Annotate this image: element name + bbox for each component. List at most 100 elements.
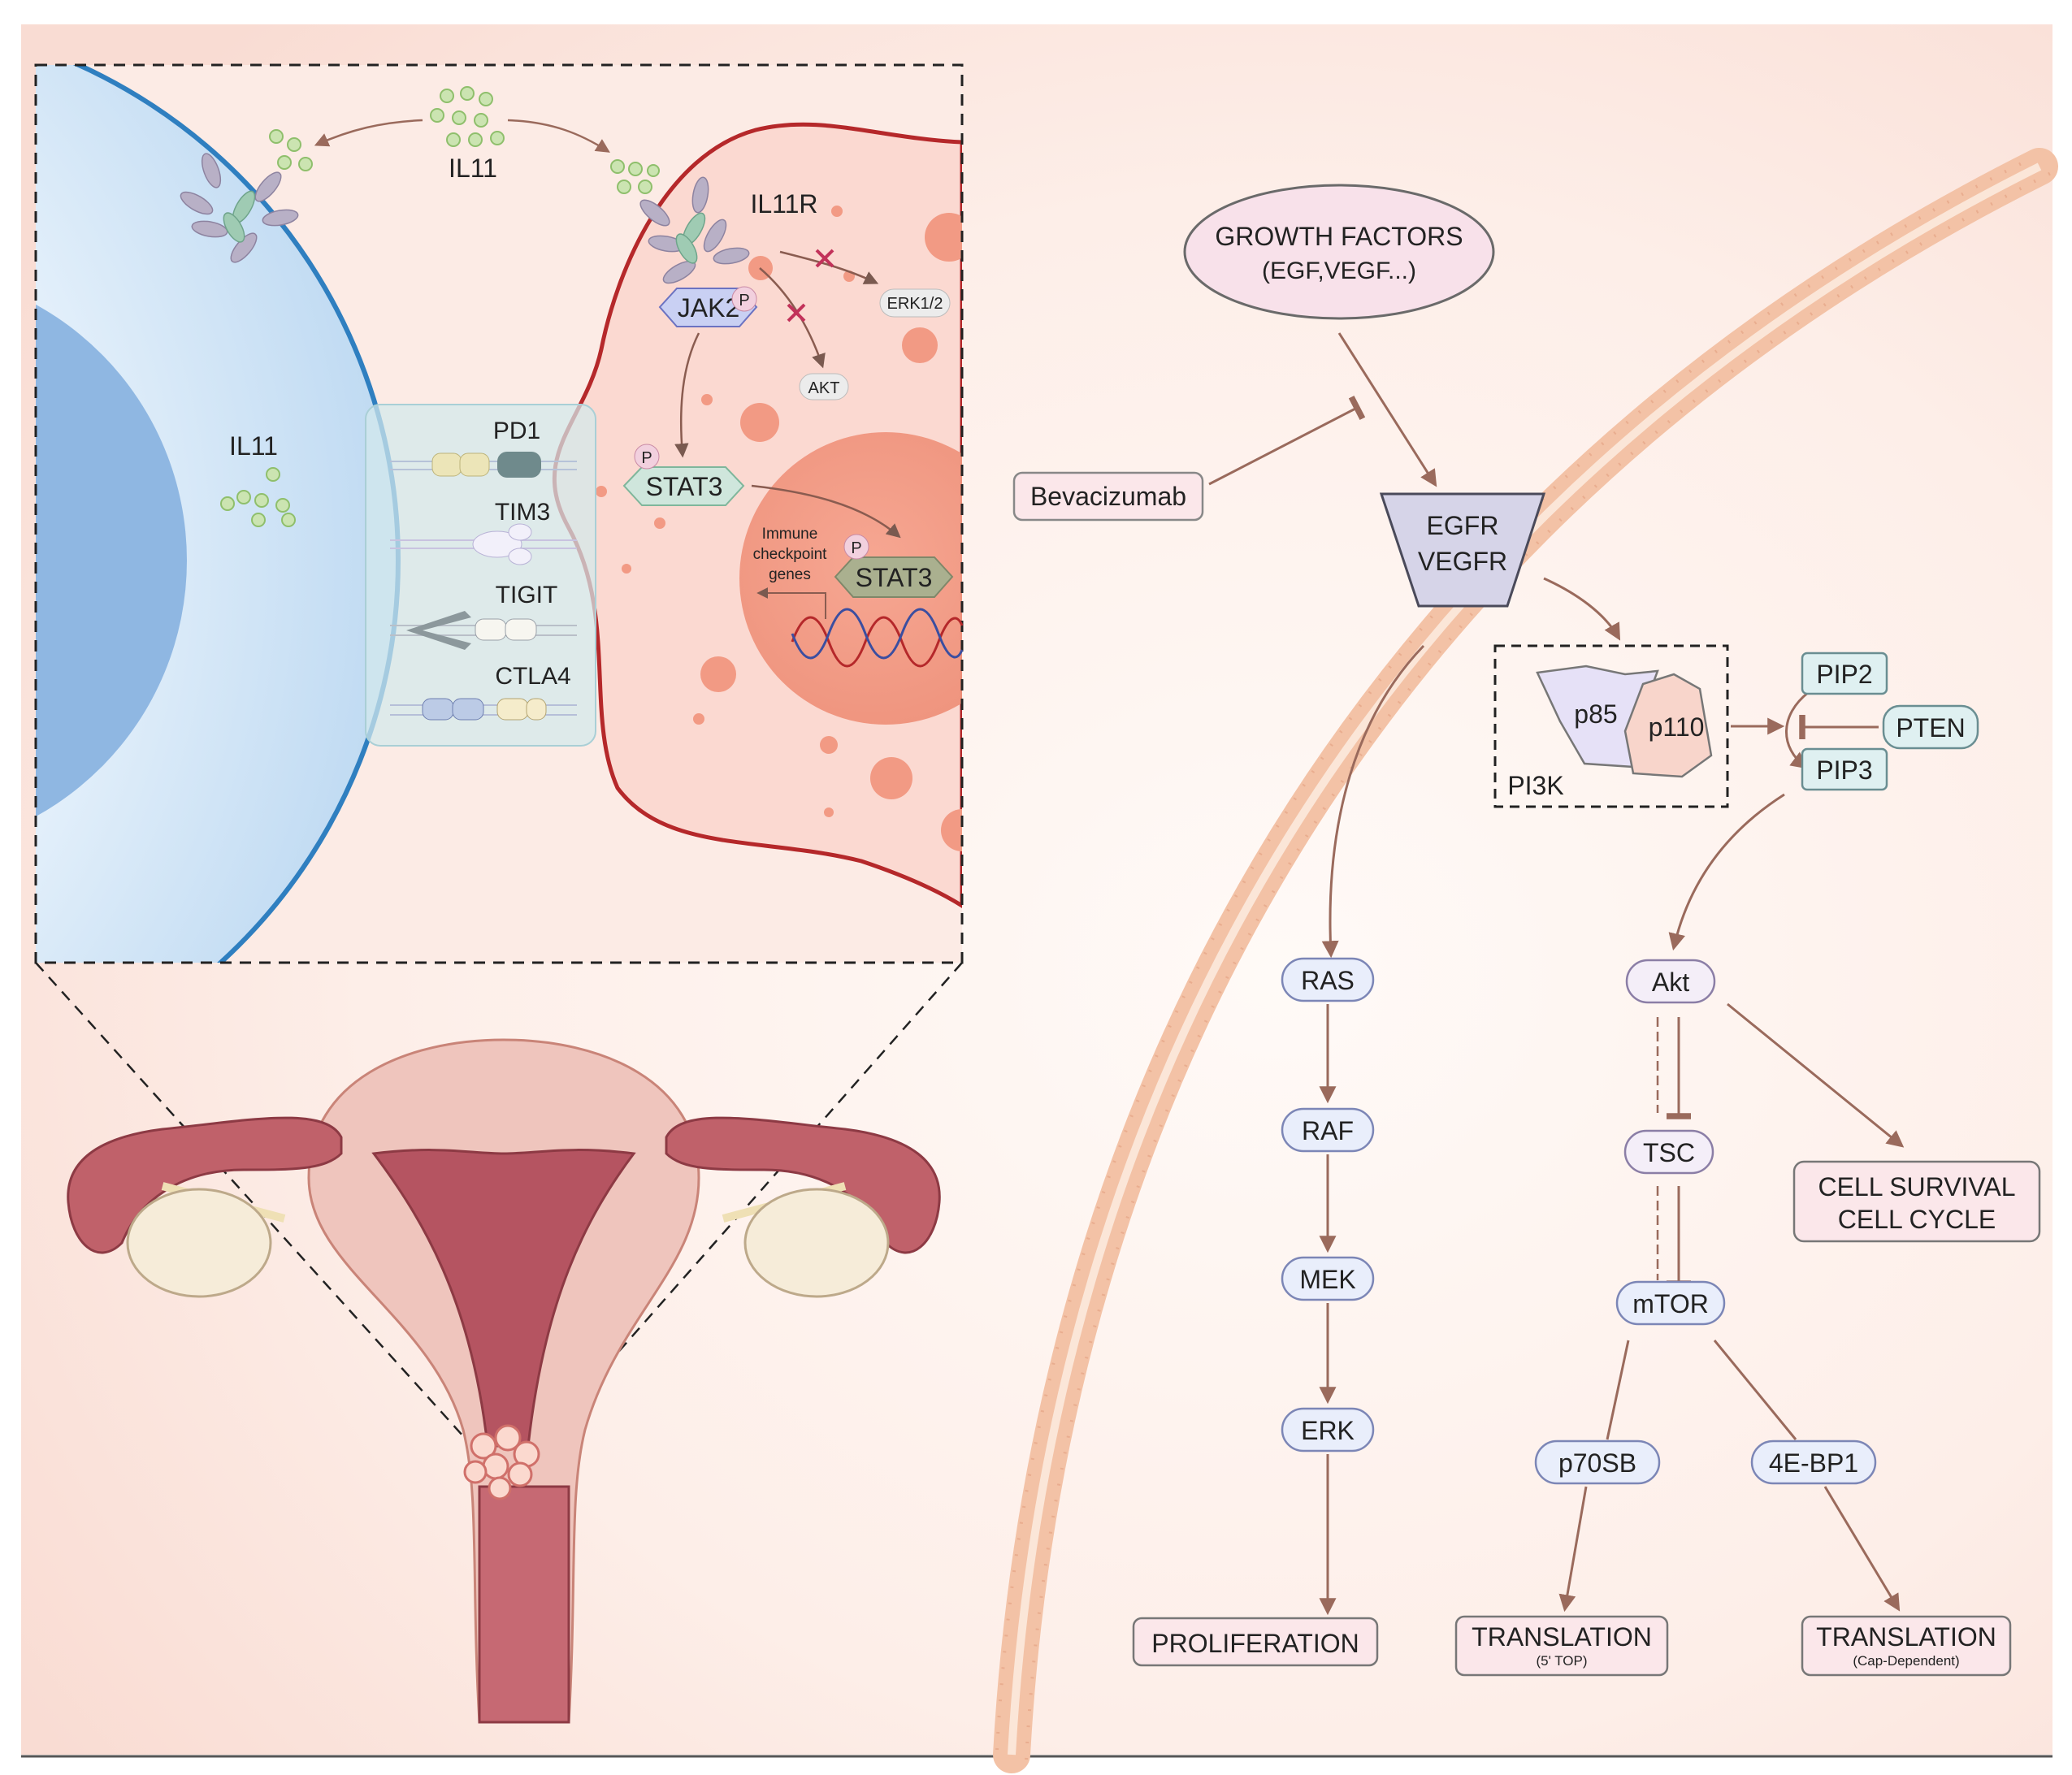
akt-small-node xyxy=(799,373,849,400)
stat3-cyto-phospho xyxy=(634,444,660,470)
mek-node xyxy=(1281,1256,1375,1301)
uterus-illustration xyxy=(67,1038,941,1724)
tsc-node xyxy=(1623,1129,1714,1175)
jak2-phospho-label: P xyxy=(739,292,749,310)
ctla4-receptor-icon xyxy=(390,698,577,721)
arrow-pip3-to-akt xyxy=(1668,793,1785,951)
growth-factors-node xyxy=(1183,184,1495,320)
arrow-receptor-to-ras xyxy=(1321,644,1425,959)
pi3k-frame xyxy=(1493,644,1729,808)
receptor-icon xyxy=(180,153,750,284)
stat3-nucleus-label: STAT3 xyxy=(856,563,933,592)
immune-cell-nucleus xyxy=(36,304,187,817)
p70sb-node xyxy=(1534,1439,1661,1485)
bevacizumab-label: Bevacizumab xyxy=(1030,482,1186,511)
arrow-gf-to-receptor xyxy=(1337,332,1437,487)
arrow-to-erk12 xyxy=(779,250,879,284)
pi3k-label: PI3K xyxy=(1507,771,1563,800)
il11-inner-label: IL11 xyxy=(229,431,278,461)
growth-factors-line1: GROWTH FACTORS xyxy=(1215,222,1463,251)
erk12-node xyxy=(879,288,951,318)
dna-helix-icon xyxy=(791,608,964,668)
stat3-nucleus-phospho xyxy=(843,534,869,560)
mapk-chain: RAS RAF MEK ERK xyxy=(1281,957,1375,1616)
checkpoint-label-ctla4: CTLA4 xyxy=(495,663,570,690)
inhibition-x-icon xyxy=(787,249,834,323)
il11r-label: IL11R xyxy=(750,189,817,219)
mtor-node xyxy=(1615,1280,1726,1326)
p110-label: p110 xyxy=(1649,712,1705,742)
tigit-receptor-icon xyxy=(390,611,577,650)
arrow-pip2-to-pip3 xyxy=(1785,691,1810,769)
line-mtor-p70sb xyxy=(1606,1340,1630,1440)
p70sb-label: p70SB xyxy=(1558,1448,1636,1478)
translation-2-sub: (Cap-Dependent) xyxy=(1853,1653,1959,1669)
pip2-node xyxy=(1801,652,1888,695)
vesicles xyxy=(596,206,962,851)
jak2-label: JAK2 xyxy=(678,293,739,323)
receptor-line2: VEGFR xyxy=(1418,547,1507,576)
arrow-receptor-to-pi3k xyxy=(1543,577,1621,641)
translation-1-label: TRANSLATION xyxy=(1472,1622,1652,1652)
translation-1-sub: (5' TOP) xyxy=(1536,1653,1587,1669)
erk-node xyxy=(1281,1407,1375,1452)
checkpoint-label-pd1: PD1 xyxy=(493,418,540,444)
immune-genes-line1: Immune xyxy=(762,526,818,543)
checkpoint-label-tim3: TIM3 xyxy=(495,499,550,526)
proliferation-node xyxy=(1132,1617,1379,1667)
ras-label: RAS xyxy=(1301,966,1355,995)
il11-arrow-left xyxy=(314,119,423,147)
p110-shape xyxy=(1623,673,1713,778)
arrow-4ebp1-translation xyxy=(1823,1486,1901,1612)
immune-genes-line3: genes xyxy=(769,566,811,583)
arrow-p70sb-translation xyxy=(1558,1486,1588,1613)
erk-label: ERK xyxy=(1301,1416,1355,1445)
pip3-label: PIP3 xyxy=(1816,755,1872,785)
akt-small-label: AKT xyxy=(808,379,840,397)
bevacizumab-node xyxy=(1012,471,1204,522)
cell-survival-line1: CELL SURVIVAL xyxy=(1818,1172,2015,1201)
akt-node xyxy=(1625,959,1716,1004)
receptor-node xyxy=(1379,492,1546,608)
zoom-frame xyxy=(34,63,964,964)
translation-2-node xyxy=(1801,1615,2012,1677)
arrow-to-genes xyxy=(756,587,826,619)
pip2-label: PIP2 xyxy=(1816,660,1872,689)
pd1-receptor-icon xyxy=(390,452,577,478)
zoom-panel xyxy=(36,65,962,963)
arrow-akt-survival xyxy=(1727,1002,1905,1148)
stat3-nucleus-phospho-label: P xyxy=(851,539,861,557)
stat3-cyto-label: STAT3 xyxy=(646,472,723,501)
translation-1-node xyxy=(1454,1615,1669,1677)
cell-survival-line2: CELL CYCLE xyxy=(1838,1205,1996,1234)
checkpoint-panel: PD1 TIM3 TIGIT CTLA4 xyxy=(365,404,596,747)
p85-label: p85 xyxy=(1574,699,1617,729)
il11-arrow-right xyxy=(507,119,610,153)
line-mtor-4ebp1 xyxy=(1713,1340,1797,1440)
translation-2-label: TRANSLATION xyxy=(1816,1622,1996,1652)
tsc-label: TSC xyxy=(1643,1138,1695,1167)
mtor-label: mTOR xyxy=(1632,1289,1709,1318)
tim3-receptor-icon xyxy=(390,523,577,565)
jak2-phospho xyxy=(731,286,757,312)
raf-label: RAF xyxy=(1302,1116,1354,1145)
4ebp1-label: 4E-BP1 xyxy=(1769,1448,1858,1478)
arrow-jak2-to-stat3 xyxy=(674,332,700,458)
il11-top-label: IL11 xyxy=(449,154,497,183)
immune-genes-line2: checkpoint xyxy=(753,546,828,563)
il11-dot-cluster-icon xyxy=(220,86,660,527)
pten-label: PTEN xyxy=(1896,713,1965,742)
akt-label: Akt xyxy=(1652,968,1689,997)
raf-node xyxy=(1281,1107,1375,1153)
checkpoint-label-tigit: TIGIT xyxy=(496,582,558,608)
receptor-line1: EGFR xyxy=(1427,511,1499,540)
pip3-node xyxy=(1801,747,1888,791)
4ebp1-node xyxy=(1750,1439,1877,1485)
arrow-stat3-to-nucleus xyxy=(751,484,901,539)
zoom-line-left xyxy=(35,962,480,1455)
mek-label: MEK xyxy=(1299,1265,1355,1294)
erk12-label: ERK1/2 xyxy=(887,295,943,313)
proliferation-label: PROLIFERATION xyxy=(1151,1629,1359,1658)
pten-node xyxy=(1882,704,1979,750)
